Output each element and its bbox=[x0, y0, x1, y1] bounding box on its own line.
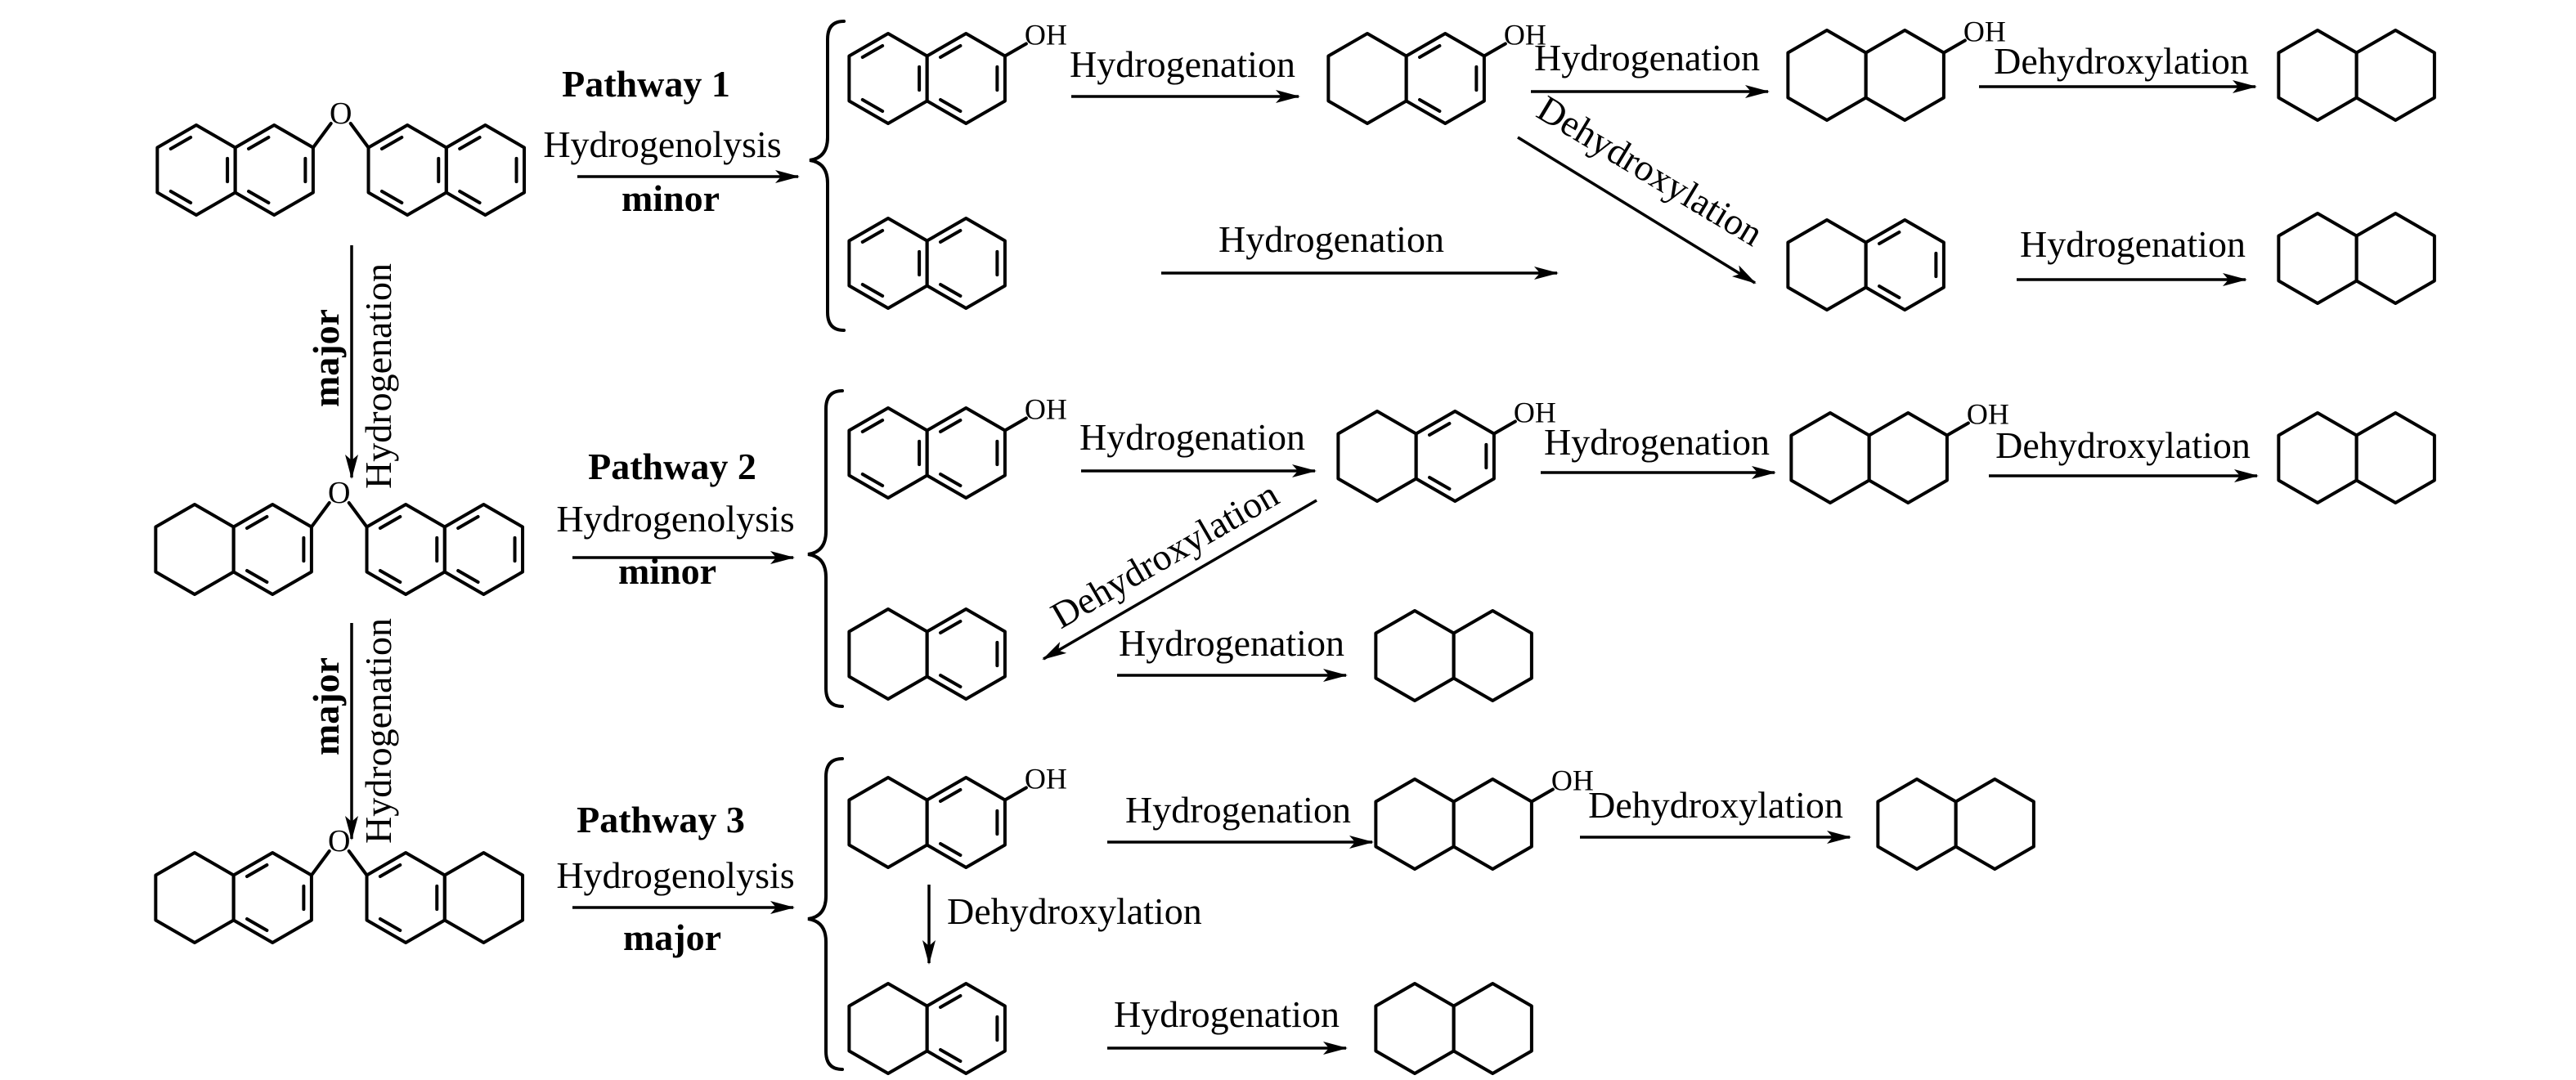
label-p3-d1: Dehydroxylation bbox=[1588, 784, 1843, 826]
label-p1-d1: Dehydroxylation bbox=[1994, 40, 2249, 82]
label-p2-h3: Hydrogenation bbox=[1119, 622, 1344, 664]
label-p1-dx: Dehydroxylation bbox=[1530, 87, 1770, 254]
oxygen-atom-label: O bbox=[330, 96, 352, 131]
product-braces bbox=[807, 20, 846, 1071]
brace-pathway-2 bbox=[807, 389, 844, 708]
vertical-1-reaction: Hydrogenation bbox=[357, 263, 399, 489]
arrow-p1-dx bbox=[1517, 136, 1757, 285]
hydroxyl-label: OH bbox=[1025, 393, 1067, 426]
label-p1-h1: Hydrogenation bbox=[1070, 43, 1295, 85]
p1-2-naphthol: OH bbox=[847, 19, 1067, 125]
p3-tetralin bbox=[847, 982, 1007, 1075]
label-p2-d1: Dehydroxylation bbox=[1995, 424, 2251, 466]
p3-decalin-b bbox=[1374, 982, 1533, 1075]
molecule-structures: O O O OH OH OH OH OH OH OH OH bbox=[154, 16, 2436, 1075]
p1-tetrahydronaphthol: OH bbox=[1326, 19, 1546, 125]
hydroxyl-label: OH bbox=[1504, 19, 1546, 52]
pathway-2-selectivity: minor bbox=[618, 550, 716, 592]
label-p3-h2: Hydrogenation bbox=[1114, 993, 1340, 1035]
p3-tetrahydronaphthol: OH bbox=[847, 763, 1067, 869]
p1-decalin-a bbox=[2277, 29, 2436, 122]
hydroxyl-label: OH bbox=[1025, 763, 1067, 795]
hydroxyl-label: OH bbox=[1551, 764, 1594, 797]
tetrahydronaphthyl-naphthyl-ether: O bbox=[154, 476, 525, 596]
p1-naphthalene bbox=[847, 217, 1007, 310]
pathway-3-title: Pathway 3 bbox=[577, 799, 745, 840]
p1-decahydronaphthol: OH bbox=[1786, 16, 2006, 122]
label-p1-h3: Hydrogenation bbox=[1218, 218, 1444, 260]
label-p2-dx: Dehydroxylation bbox=[1044, 473, 1286, 637]
brace-pathway-3 bbox=[807, 757, 844, 1071]
label-p2-h1: Hydrogenation bbox=[1079, 416, 1305, 458]
oxygen-atom-label: O bbox=[328, 824, 350, 858]
label-p1-h2: Hydrogenation bbox=[1534, 37, 1760, 78]
p2-2-naphthol: OH bbox=[847, 393, 1067, 500]
reaction-arrows bbox=[345, 80, 2259, 1055]
pathway-1-reaction: Hydrogenolysis bbox=[543, 123, 781, 165]
p3-decalin-a bbox=[1876, 778, 2035, 871]
p2-tetrahydronaphthol: OH bbox=[1336, 397, 1556, 503]
brace-pathway-1 bbox=[809, 20, 846, 332]
bis-tetrahydronaphthyl-ether: O bbox=[154, 824, 525, 944]
hydroxyl-label: OH bbox=[1967, 398, 2009, 431]
pathway-2-reaction: Hydrogenolysis bbox=[556, 498, 794, 540]
arrow-p2-dx bbox=[1042, 499, 1317, 661]
hydroxyl-label: OH bbox=[1514, 397, 1556, 429]
p2-tetralin bbox=[847, 607, 1007, 701]
pathway-3-reaction: Hydrogenolysis bbox=[556, 854, 794, 896]
dinaphthyl-ether: O bbox=[155, 96, 527, 217]
p2-decahydronaphthol: OH bbox=[1789, 398, 2009, 504]
p1-decalin-b bbox=[2277, 212, 2436, 305]
pathway-2-title: Pathway 2 bbox=[588, 446, 756, 487]
vertical-2-reaction: Hydrogenation bbox=[357, 618, 399, 844]
label-p3-h1: Hydrogenation bbox=[1125, 789, 1351, 831]
pathway-1-selectivity: minor bbox=[622, 177, 720, 219]
hydroxyl-label: OH bbox=[1963, 16, 2006, 48]
vertical-1-selectivity: major bbox=[305, 309, 347, 407]
hydroxyl-label: OH bbox=[1025, 19, 1067, 52]
p1-tetralin bbox=[1786, 218, 1945, 311]
oxygen-atom-label: O bbox=[328, 476, 350, 510]
p3-decahydronaphthol: OH bbox=[1374, 764, 1594, 871]
vertical-2-selectivity: major bbox=[305, 657, 347, 755]
scheme-labels: Pathway 1 Hydrogenolysis minor Pathway 2… bbox=[305, 37, 2251, 1035]
pathway-3-selectivity: major bbox=[623, 916, 721, 958]
label-p3-dv: Dehydroxylation bbox=[947, 890, 1202, 932]
pathway-1-title: Pathway 1 bbox=[562, 63, 730, 105]
label-p2-h2: Hydrogenation bbox=[1544, 421, 1770, 463]
p2-decalin-b bbox=[1374, 609, 1533, 702]
label-p1-h4: Hydrogenation bbox=[2020, 223, 2246, 265]
p2-decalin-a bbox=[2277, 411, 2436, 504]
